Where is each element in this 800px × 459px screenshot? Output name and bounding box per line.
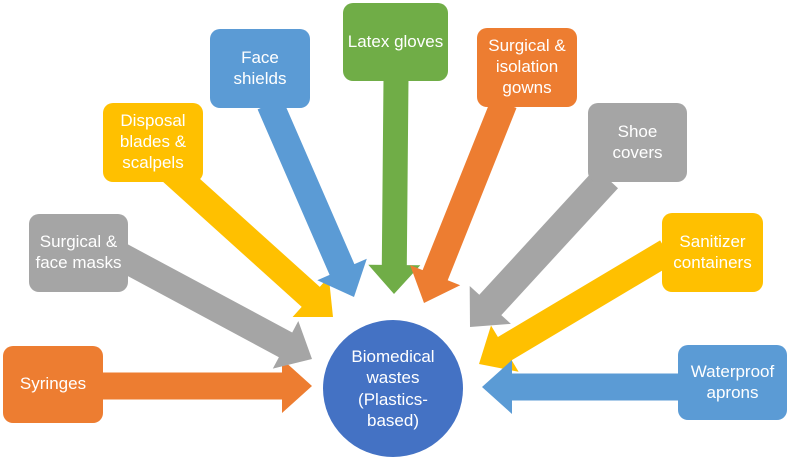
shoe-covers-arrow [469, 167, 618, 327]
source-label: Waterproof aprons [690, 361, 775, 402]
source-label: Face shields [233, 47, 287, 88]
surgical-face-masks-arrow [113, 243, 313, 369]
source-label: Sanitizer containers [673, 231, 752, 272]
waterproof-aprons-arrow [482, 360, 680, 414]
center-node-biomedical-wastes: Biomedical wastes (Plastics- based) [323, 320, 463, 457]
source-label: Syringes [19, 374, 87, 394]
sanitizer-containers-arrow [479, 240, 674, 372]
source-label: Surgical & face masks [35, 232, 122, 272]
source-box-syringes: Syringes [3, 346, 103, 423]
source-box-latex-gloves: Latex gloves [343, 3, 448, 81]
source-box-surgical-isolation-gowns: Surgical & isolation gowns [477, 28, 577, 107]
source-box-face-shields: Face shields [210, 29, 310, 108]
surgical-isolation-gowns-arrow [410, 98, 517, 303]
source-label: Surgical & isolation gowns [488, 36, 566, 97]
source-label: Latex gloves [347, 31, 444, 51]
source-box-shoe-covers: Shoe covers [588, 103, 687, 182]
source-box-sanitizer-containers: Sanitizer containers [662, 213, 763, 292]
source-label: Shoe covers [612, 121, 663, 162]
latex-gloves-arrow [368, 78, 421, 295]
face-shields-arrow [257, 98, 367, 297]
syringes-arrow [103, 359, 312, 413]
source-label: Disposal blades & scalpels [119, 111, 187, 172]
source-box-waterproof-aprons: Waterproof aprons [678, 345, 787, 420]
disposal-blades-scalpels-arrow [161, 160, 333, 317]
source-box-disposal-blades-scalpels: Disposal blades & scalpels [103, 103, 203, 182]
source-box-surgical-face-masks: Surgical & face masks [29, 214, 128, 292]
